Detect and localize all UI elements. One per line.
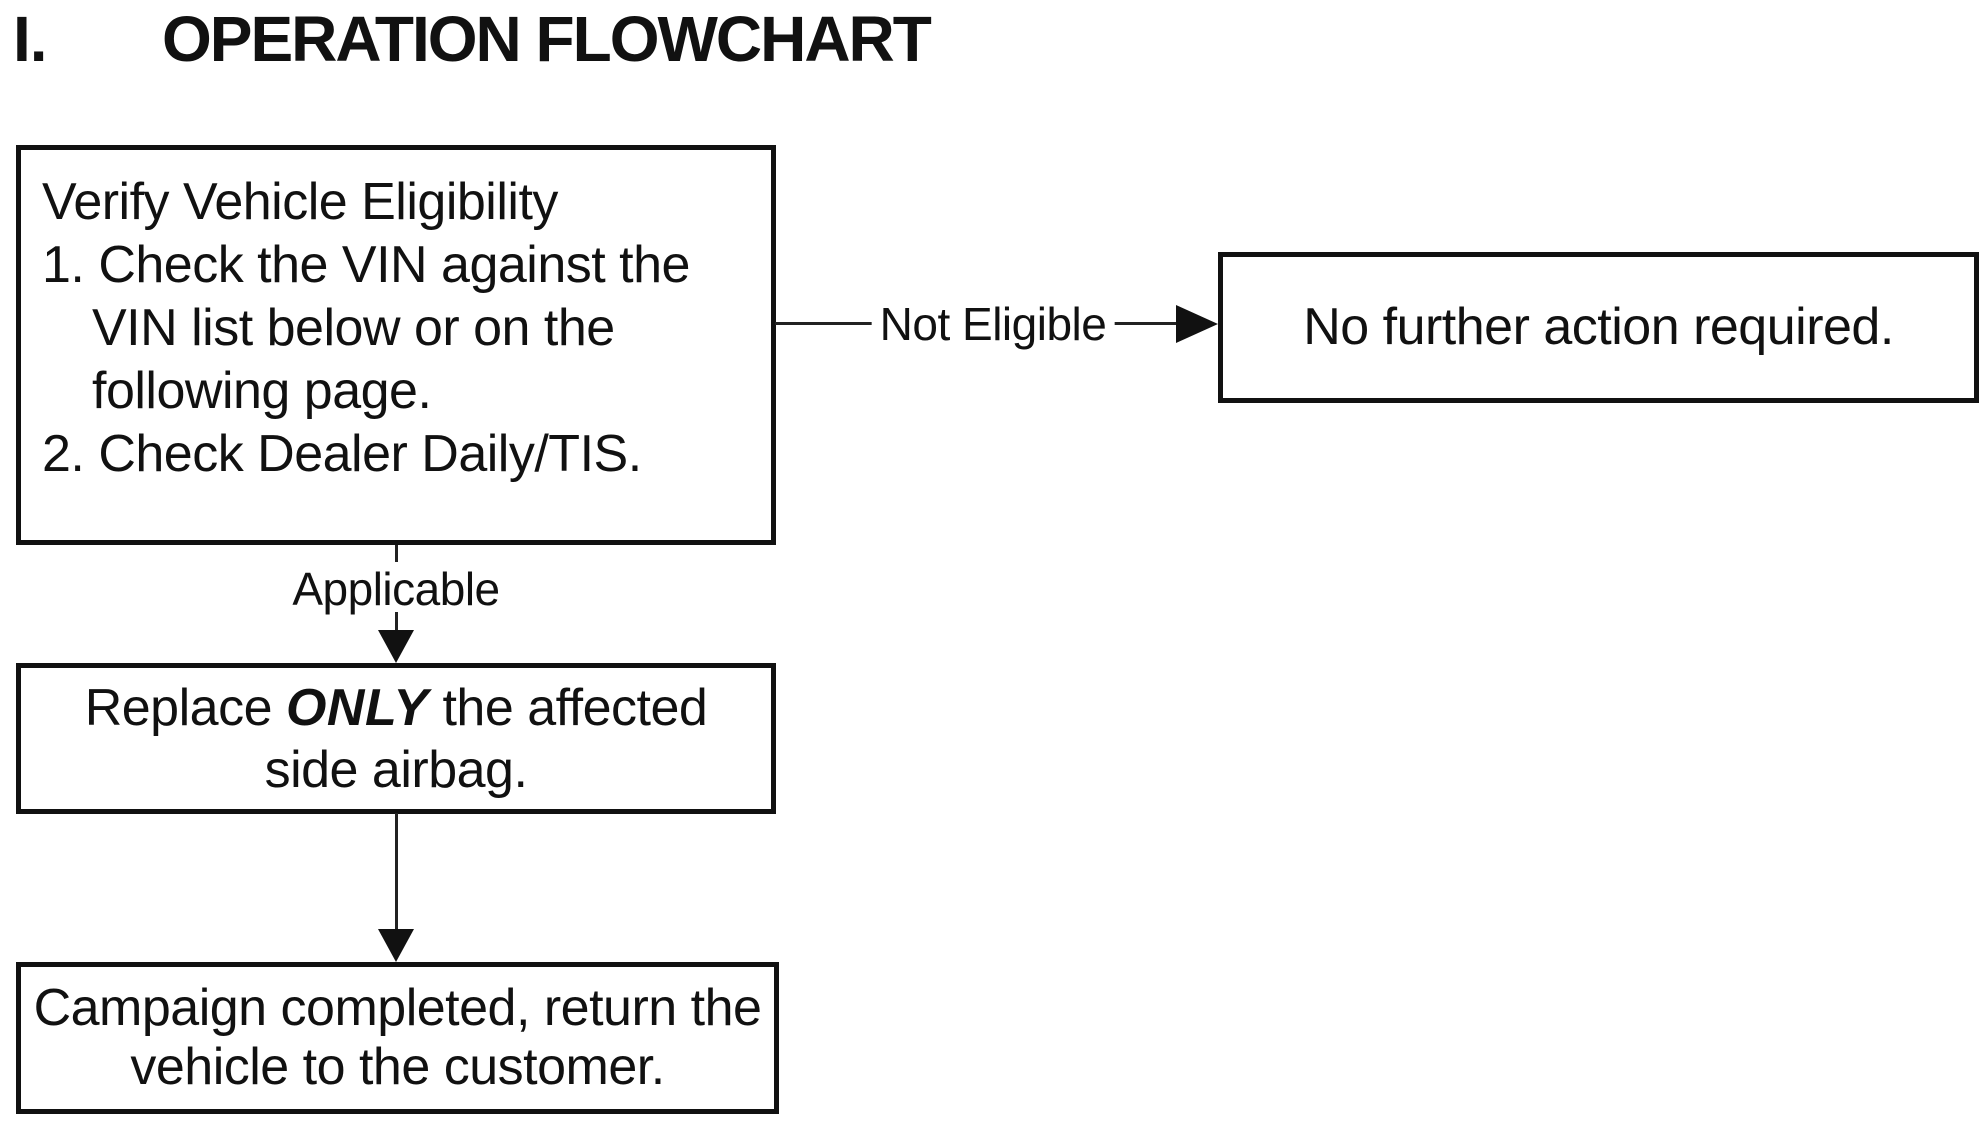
verify-line-heading: Verify Vehicle Eligibility	[42, 173, 558, 231]
flow-box-verify-eligibility: Verify Vehicle Eligibility 1. Check the …	[16, 145, 776, 545]
replace-line1: Replace ONLY the affected	[85, 677, 708, 739]
arrowhead-down-icon	[378, 630, 414, 663]
replace-line1-emphasis: ONLY	[285, 678, 429, 737]
edge-label-not-eligible: Not Eligible	[871, 297, 1115, 351]
arrowhead-right-icon	[1176, 305, 1218, 343]
complete-line1: Campaign completed, return the	[33, 979, 762, 1037]
replace-line2: side airbag.	[264, 740, 528, 799]
connector-complete-line	[395, 813, 398, 931]
flow-box-replace-airbag: Replace ONLY the affected side airbag.	[16, 663, 776, 814]
replace-line1-post: the affected	[428, 678, 708, 737]
edge-label-applicable: Applicable	[284, 562, 508, 616]
verify-line-step2: 2. Check Dealer Daily/TIS.	[42, 425, 642, 483]
verify-line-step1-wrap1: VIN list below or on the	[92, 299, 615, 357]
no-action-text: No further action required.	[1303, 298, 1894, 356]
connector-applicable-line-lower	[395, 612, 398, 632]
flow-box-campaign-complete: Campaign completed, return the vehicle t…	[16, 962, 779, 1114]
flow-box-no-action: No further action required.	[1218, 252, 1979, 403]
section-numeral: I.	[13, 3, 48, 75]
replace-line1-pre: Replace	[84, 678, 286, 737]
complete-line2: vehicle to the customer.	[130, 1038, 665, 1096]
arrowhead-down-icon	[378, 929, 414, 962]
verify-line-step1-wrap2: following page.	[92, 362, 432, 420]
connector-applicable-line-upper	[395, 545, 398, 568]
verify-line-step1: 1. Check the VIN against the	[42, 236, 690, 294]
page-title: OPERATION FLOWCHART	[162, 3, 932, 75]
